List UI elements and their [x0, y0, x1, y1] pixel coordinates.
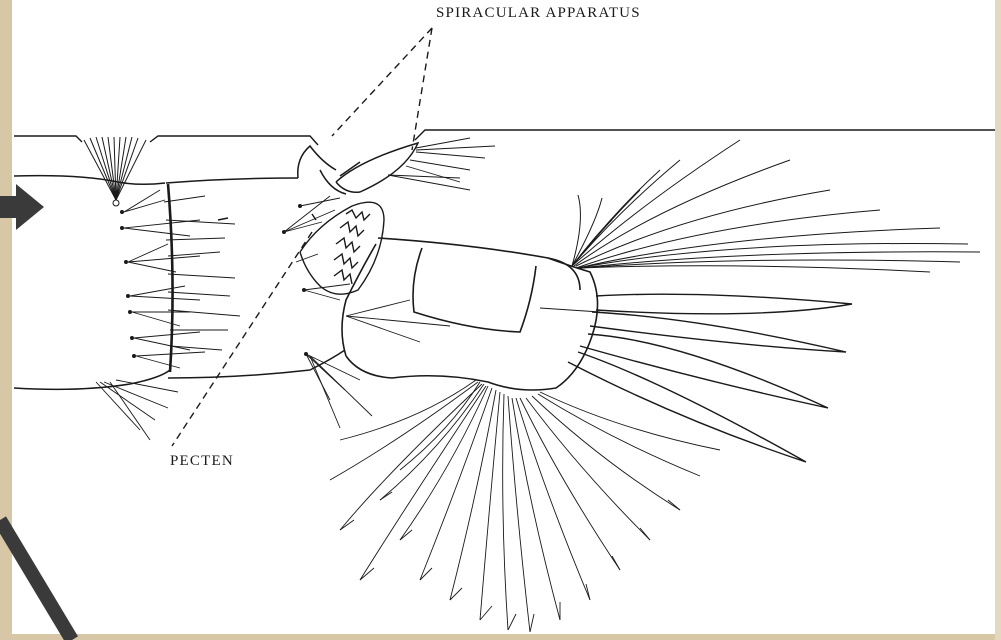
water-surface-line	[14, 130, 995, 145]
segment-setae	[96, 190, 240, 440]
anal-gill	[568, 294, 852, 462]
leader-line	[172, 28, 432, 446]
dorsal-brush	[572, 140, 980, 272]
surface-fan	[84, 137, 146, 206]
abdominal-segment-8	[166, 146, 345, 378]
spiracular-apparatus-label: SPIRACULAR APPARATUS	[436, 5, 641, 22]
pecten-setae	[284, 196, 372, 428]
pecten-comb	[300, 202, 384, 294]
intersegmental-line	[168, 184, 173, 372]
saddle-setae	[346, 300, 600, 342]
setal-base	[120, 210, 136, 358]
pecten-label: PECTEN	[170, 453, 234, 470]
anal-segment	[342, 238, 598, 390]
ventral-brush	[330, 380, 720, 632]
